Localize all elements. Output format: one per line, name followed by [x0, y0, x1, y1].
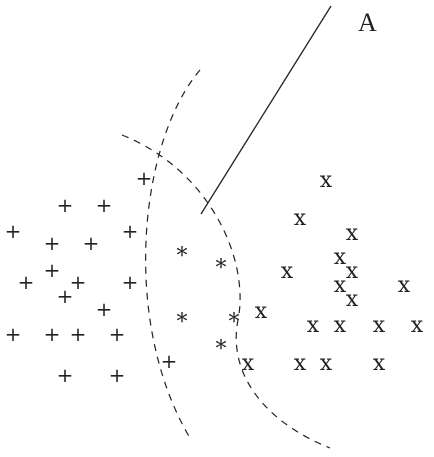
plus-point: + — [5, 219, 22, 243]
cross-point: x — [334, 245, 347, 270]
plus-point: + — [161, 349, 178, 373]
plus-point: + — [109, 363, 126, 387]
cross-point: x — [373, 313, 386, 338]
plus-point: + — [83, 231, 100, 255]
star-class-points: ***** — [177, 244, 240, 362]
cross-point: x — [373, 351, 386, 376]
plus-point: + — [96, 193, 113, 217]
cross-point: x — [320, 351, 333, 376]
cross-point: x — [294, 351, 307, 376]
cross-point: x — [346, 221, 359, 246]
line-to-label-a — [200, 5, 332, 215]
plus-point: + — [96, 297, 113, 321]
plus-point: + — [70, 322, 87, 346]
cross-point: x — [346, 259, 359, 284]
star-point: * — [229, 310, 240, 335]
star-point: * — [216, 337, 227, 362]
plus-point: + — [18, 270, 35, 294]
cross-point: x — [334, 273, 347, 298]
plus-point: + — [5, 322, 22, 346]
label-a: A — [358, 8, 377, 37]
cross-point: x — [255, 299, 268, 324]
star-point: * — [177, 244, 188, 269]
plus-point: + — [122, 219, 139, 243]
star-point: * — [177, 310, 188, 335]
plus-point: + — [109, 322, 126, 346]
cross-point: x — [346, 287, 359, 312]
cross-point: x — [242, 351, 255, 376]
cross-point: x — [411, 313, 424, 338]
cross-point: x — [307, 313, 320, 338]
cross-point: x — [294, 206, 307, 231]
plus-point: + — [44, 322, 61, 346]
plus-point: + — [44, 231, 61, 255]
star-point: * — [216, 256, 227, 281]
plus-class-points: ++++++++++++++++++++ — [5, 166, 178, 387]
cross-point: x — [320, 168, 333, 193]
plus-point: + — [44, 258, 61, 282]
cross-point: x — [398, 273, 411, 298]
dashed-boundary-right — [121, 134, 331, 449]
plus-point: + — [122, 270, 139, 294]
plus-point: + — [57, 363, 74, 387]
dashed-boundary-left — [145, 69, 201, 439]
cross-point: x — [334, 313, 347, 338]
plus-point: + — [57, 284, 74, 308]
plus-point: + — [136, 166, 153, 190]
plus-point: + — [57, 193, 74, 217]
plus-point: + — [70, 270, 87, 294]
cross-point: x — [281, 259, 294, 284]
